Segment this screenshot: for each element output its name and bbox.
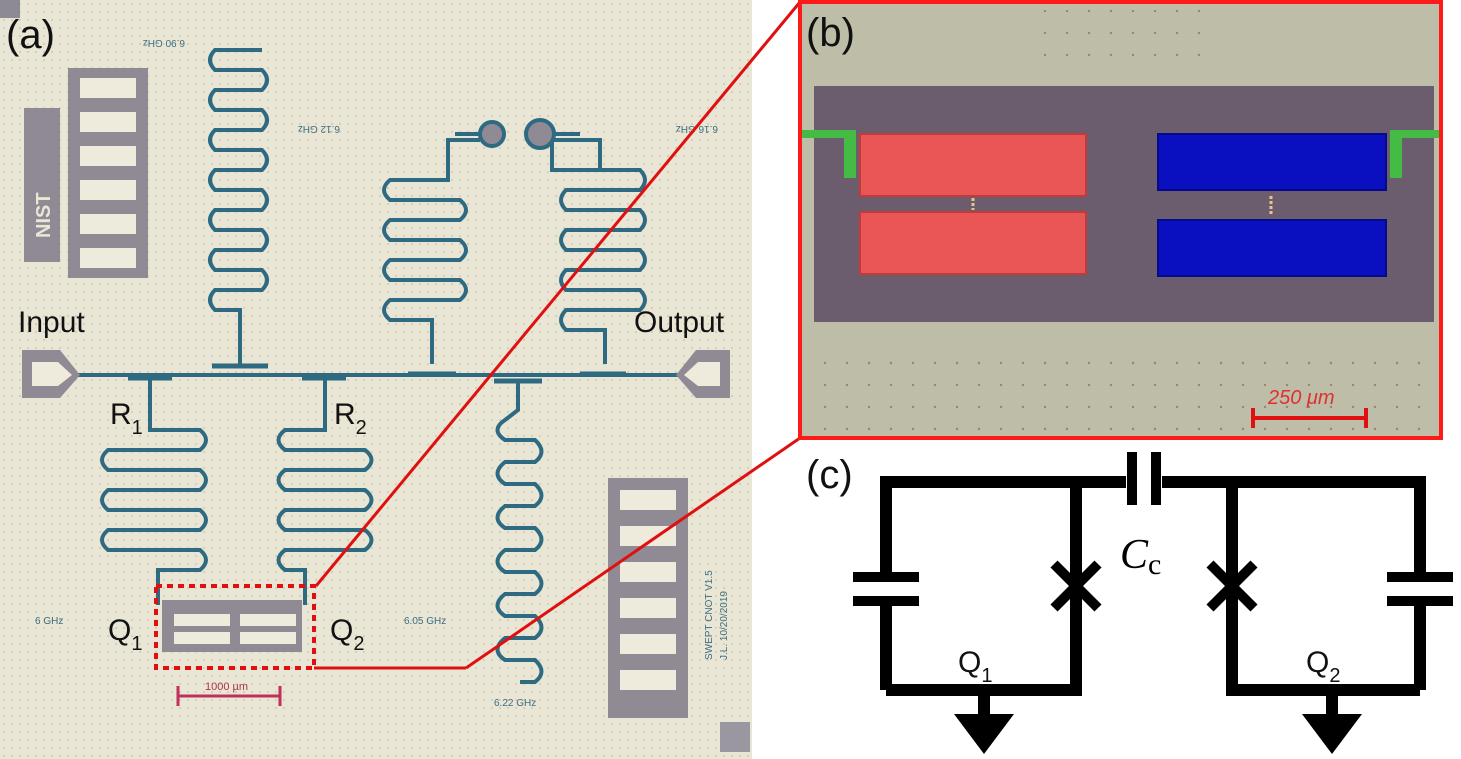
zoom-dot-rows-bottom	[810, 345, 1436, 435]
circuit-q1-letter: Q	[958, 646, 981, 679]
resonator-ring	[478, 120, 506, 148]
coupling-capacitor-subscript: c	[1148, 548, 1161, 581]
zoom-connector-line	[314, 1, 802, 587]
qubit-q2-subscript: 2	[353, 633, 364, 655]
resonator-r1-label: R1	[110, 398, 143, 439]
zoom-frame	[798, 0, 1443, 440]
right-pad-array	[608, 478, 688, 718]
circuit-wires	[880, 476, 1426, 718]
etched-freq-label: 6 GHz	[35, 616, 63, 627]
nist-logo-block: NIST	[24, 108, 60, 262]
etched-freq-label: 6.05 GHz	[404, 616, 446, 627]
zoom-region-box	[154, 584, 316, 670]
resonator-r1-letter: R	[110, 398, 132, 431]
zoom-scale-bar: 250 μm	[1251, 387, 1368, 428]
ground-plane-cutout	[814, 86, 1434, 322]
qubit-pad-q2-top	[1157, 133, 1387, 191]
q2-wire-loop	[1162, 476, 1426, 577]
qubit-q2-label: Q2	[330, 614, 364, 655]
coupling-capacitor-label: Cc	[1120, 532, 1161, 581]
readout-resonator-top-3	[550, 138, 647, 364]
left-pad-array	[68, 68, 148, 278]
qubit-q1-subscript: 1	[131, 633, 142, 655]
etched-freq-label: 6.22 GHz	[494, 698, 536, 709]
coupling-capacitor-letter: C	[1120, 532, 1149, 578]
chip-scale-bar-label: 1000 µm	[205, 681, 248, 693]
resonator-r2-subscript: 2	[356, 417, 367, 439]
green-coupler-left	[800, 130, 856, 178]
josephson-junction-q2	[1206, 560, 1258, 612]
qubit-block	[162, 600, 302, 652]
chip-design-text: SWEPT CNOT V1.5	[704, 570, 715, 660]
zoom-connector-line	[465, 436, 801, 670]
circuit-q2-letter: Q	[1306, 646, 1329, 679]
qubit-pad-q1-top	[859, 133, 1087, 197]
chip-design-text: J.L. 10/20/2019	[719, 591, 730, 660]
resonator-ring	[524, 118, 556, 150]
panel-a-label: (a)	[6, 13, 55, 57]
panel-c: (c)	[806, 452, 1453, 754]
zoom-dot-rows-top	[1040, 10, 1220, 70]
shunt-capacitor-q2	[1387, 572, 1453, 606]
resonator-r1-subscript: 1	[132, 417, 143, 439]
etched-freq-label: 6.90 GHz	[143, 37, 185, 48]
circuit-q2-subscript: 2	[1329, 665, 1340, 687]
qubit-q2-letter: Q	[330, 614, 353, 647]
chip-scale-bar: 1000 µm	[176, 681, 282, 706]
circuit-q1-label: Q1	[958, 646, 992, 687]
qubit-q1-label: Q1	[108, 614, 142, 655]
qubit-pad-q1-bottom	[859, 211, 1087, 275]
readout-resonator-bottom	[495, 382, 544, 684]
chip-corner-marker	[0, 0, 20, 18]
ground-symbol-q2	[1302, 714, 1362, 754]
nist-logo-text: NIST	[33, 192, 55, 238]
shunt-capacitor-q1	[853, 572, 919, 606]
coupling-capacitor	[1127, 452, 1161, 505]
etched-freq-label: 6.12 GHz	[298, 123, 340, 134]
panel-a: NIST 6.90 GHz 6.12 GHz 6.16 GHz 6 GHz 6	[0, 0, 752, 759]
chip-corner-marker	[720, 722, 750, 752]
panel-c-label: (c)	[806, 453, 853, 497]
zoom-scale-bar-label: 250 μm	[1267, 387, 1335, 409]
green-coupler-right	[1390, 130, 1441, 178]
resonator-r2-label: R2	[334, 398, 367, 439]
output-label: Output	[634, 306, 725, 339]
readout-resonator-top-1	[208, 48, 269, 364]
resonator-meanders	[100, 48, 647, 684]
panel-b-label: (b)	[806, 11, 855, 55]
qubit-q1-letter: Q	[108, 614, 131, 647]
qubit-pad-q2-bottom	[1157, 219, 1387, 277]
resonator-r2-letter: R	[334, 398, 356, 431]
input-label: Input	[18, 306, 85, 339]
panel-b: 250 μm (b)	[798, 0, 1443, 440]
josephson-junction-q1	[1050, 560, 1102, 612]
ground-symbol-q1	[954, 714, 1014, 754]
readout-resonator-r2	[276, 376, 374, 605]
readout-resonator-top-2	[382, 138, 480, 364]
circuit-q2-label: Q2	[1306, 646, 1340, 687]
circuit-q1-subscript: 1	[981, 665, 992, 687]
readout-resonator-r1	[100, 376, 208, 605]
q1-wire-loop	[880, 476, 1126, 577]
